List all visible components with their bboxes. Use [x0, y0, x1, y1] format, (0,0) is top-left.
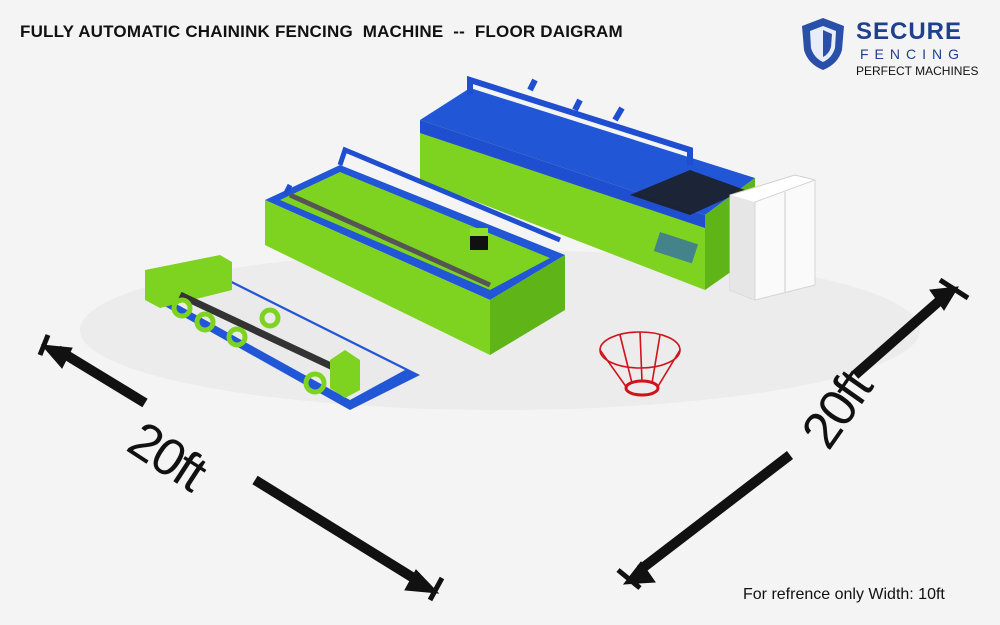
- right-dimension-arrow: [616, 277, 970, 590]
- middle-machine: [265, 146, 565, 355]
- wire-basket: [599, 331, 681, 397]
- logo-tagline: PERFECT MACHINES: [856, 64, 979, 78]
- width-footnote: For refrence only Width: 10ft: [743, 586, 945, 603]
- page-title: FULLY AUTOMATIC CHAININK FENCING MACHINE…: [20, 22, 623, 41]
- shield-icon: [802, 18, 844, 70]
- control-cabinet: [729, 174, 816, 301]
- front-machine: [145, 255, 420, 410]
- logo-brand: SECURE: [856, 18, 963, 45]
- logo-sub: FENCING: [860, 46, 965, 62]
- left-dimension-arrow: [37, 334, 445, 602]
- brand-logo: SECURE FENCING PERFECT MACHINES: [800, 14, 990, 84]
- main-machine: [420, 75, 755, 290]
